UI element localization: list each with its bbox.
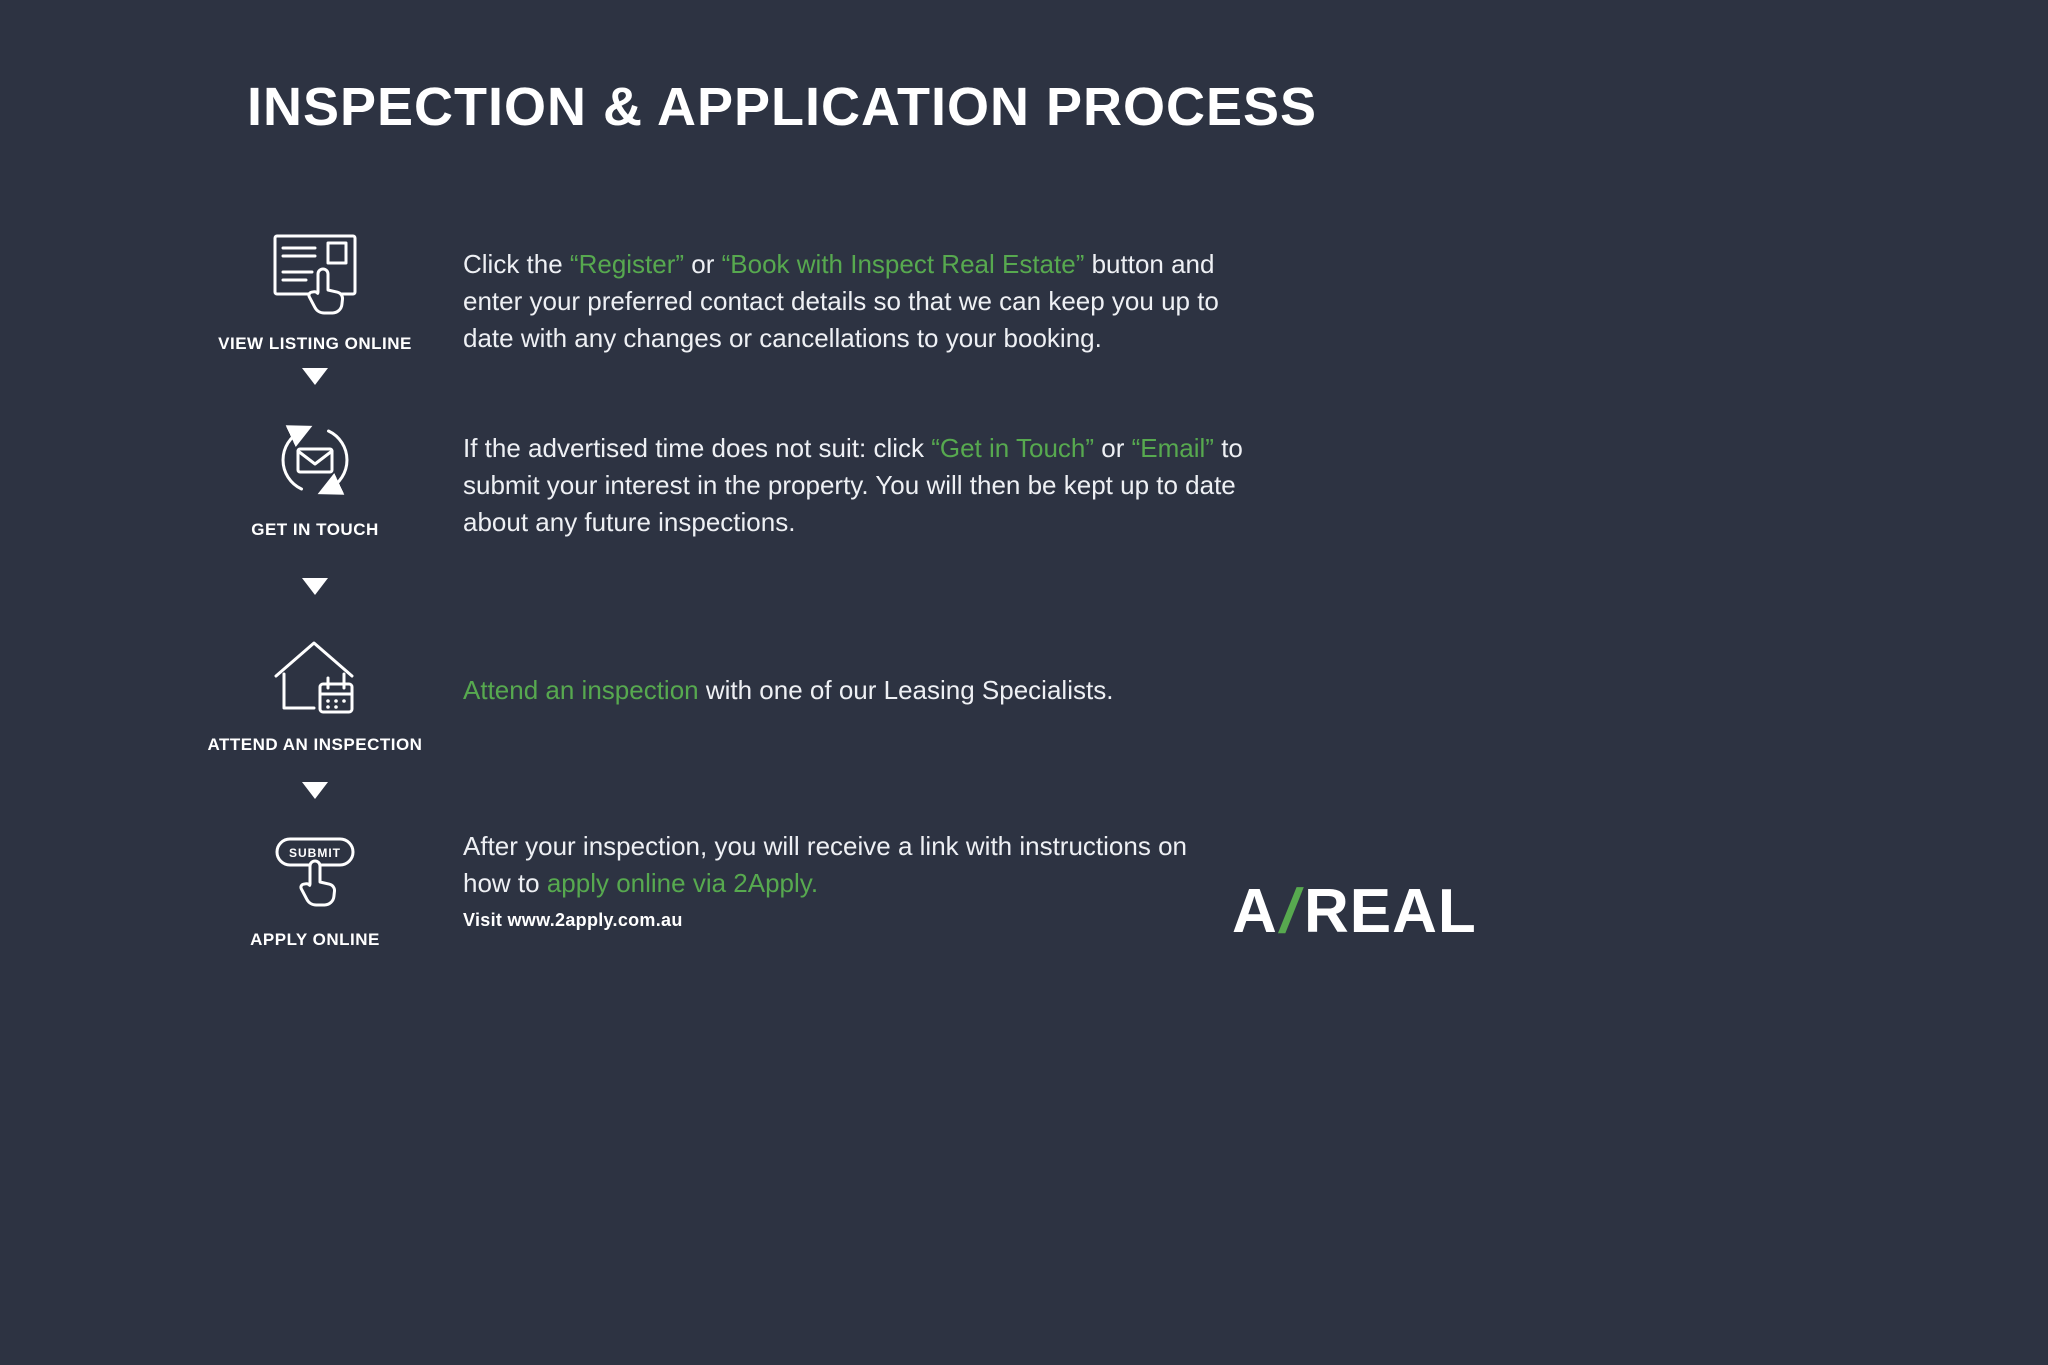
step-2-description: If the advertised time does not suit: cl… — [463, 430, 1253, 541]
logo-letter-a: A — [1232, 877, 1278, 946]
step-1-description: Click the “Register” or “Book with Inspe… — [463, 246, 1253, 357]
apply-online-highlight: apply online via 2Apply. — [546, 868, 819, 898]
submit-button-label: SUBMIT — [289, 846, 341, 860]
attend-an-inspection-highlight: Attend an inspection — [463, 675, 699, 705]
step-1-text-segment: button and enter your preferred contact … — [463, 249, 1219, 353]
view-listing-online-icon — [270, 228, 360, 318]
down-arrow-icon — [302, 782, 328, 799]
step-2-text-segment: If the advertised time does not suit: cl… — [463, 433, 932, 463]
register-highlight: “Register” — [569, 249, 685, 279]
step-3-label: ATTEND AN INSPECTION — [207, 735, 423, 754]
step-1-text-segment: Click the — [463, 249, 570, 279]
step-3-text-segment: with one of our Leasing Specialists. — [698, 675, 1114, 705]
visit-note: Visit www.2apply.com.au — [463, 910, 683, 930]
step-2-label: GET IN TOUCH — [251, 520, 379, 539]
get-in-touch-icon — [270, 415, 360, 505]
down-arrow-icon — [302, 578, 328, 595]
get-in-touch-highlight: “Get in Touch” — [931, 433, 1095, 463]
logo-slash-icon: / — [1274, 877, 1308, 946]
step-1-text-segment: or — [684, 249, 722, 279]
brand-logo: A / REAL — [1232, 876, 1477, 947]
step-3-description: Attend an inspection with one of our Lea… — [463, 672, 1253, 709]
logo-word-real: REAL — [1304, 877, 1477, 946]
step-1-label: VIEW LISTING ONLINE — [218, 334, 412, 353]
attend-an-inspection-icon — [266, 630, 362, 722]
page-title: INSPECTION & APPLICATION PROCESS — [246, 77, 1318, 137]
step-2-text-segment: or — [1094, 433, 1132, 463]
book-with-inspect-real-estate-highlight: “Book with Inspect Real Estate” — [721, 249, 1085, 279]
email-highlight: “Email” — [1131, 433, 1214, 463]
step-4-text-segment: After your inspection, you will receive … — [463, 831, 1187, 898]
step-2-text-segment: to submit your interest in the property.… — [463, 433, 1243, 537]
step-4-description: After your inspection, you will receive … — [463, 828, 1208, 902]
apply-online-icon: SUBMIT — [270, 834, 360, 916]
step-4-label: APPLY ONLINE — [250, 930, 380, 949]
down-arrow-icon — [302, 368, 328, 385]
